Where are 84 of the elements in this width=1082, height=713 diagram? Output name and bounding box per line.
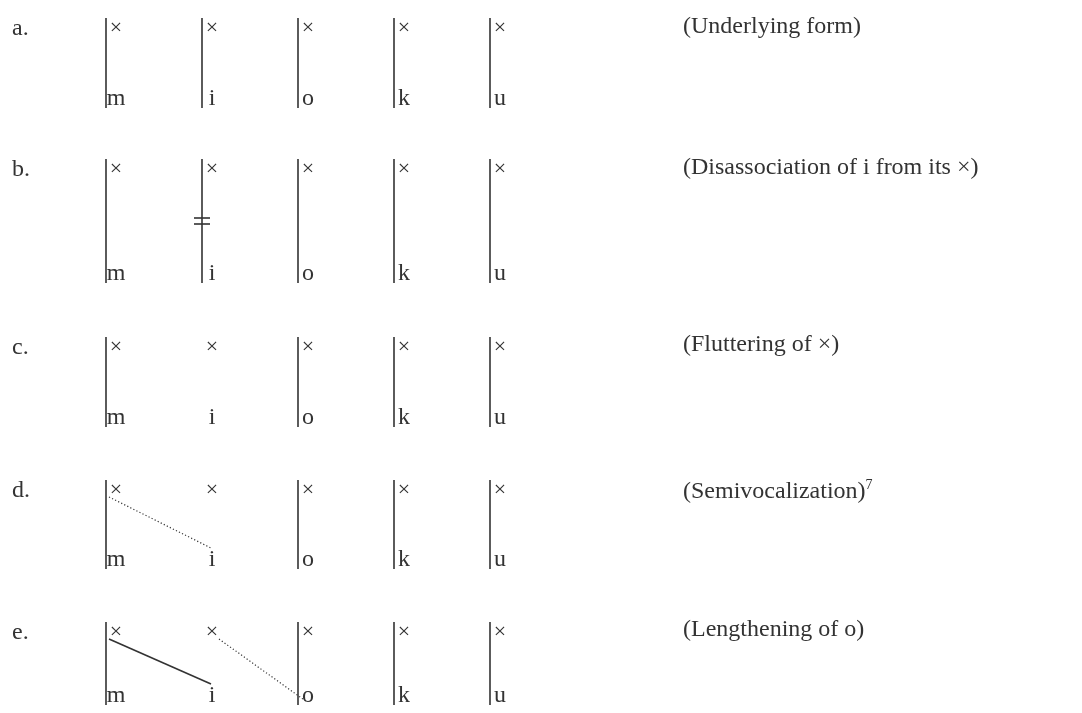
step-description: (Semivocalization)$^{7}$ xyxy=(683,476,873,504)
timing-slot: × xyxy=(393,14,415,40)
timing-slot: × xyxy=(297,14,319,40)
segment-letter: i xyxy=(207,681,217,707)
timing-slot: × xyxy=(201,14,223,40)
association-line xyxy=(393,621,395,706)
association-line xyxy=(108,638,212,685)
segment-letter: u xyxy=(493,681,507,707)
segment-letter: o xyxy=(301,259,315,285)
association-line xyxy=(297,479,299,570)
association-line xyxy=(489,479,491,570)
dotted-association-line xyxy=(108,496,212,549)
segment-letter: k xyxy=(397,545,411,571)
segment-letter: o xyxy=(301,84,315,110)
segment-letter: m xyxy=(105,259,127,285)
example-letter: e. xyxy=(12,617,29,645)
segment-letter: o xyxy=(301,681,315,707)
segment-letter: k xyxy=(397,84,411,110)
association-line xyxy=(489,158,491,284)
association-line xyxy=(105,158,107,284)
segment-letter: m xyxy=(105,681,127,707)
association-line xyxy=(393,336,395,428)
segment-letter: i xyxy=(207,259,217,285)
timing-slot: × xyxy=(297,155,319,181)
timing-slot: × xyxy=(489,155,511,181)
association-line xyxy=(105,479,107,570)
step-description: (Disassociation of i from its ×) xyxy=(683,152,979,180)
timing-slot: × xyxy=(489,333,511,359)
segment-letter: o xyxy=(301,545,315,571)
timing-slot: × xyxy=(489,14,511,40)
association-line xyxy=(489,17,491,109)
segment-letter: i xyxy=(207,545,217,571)
association-line xyxy=(201,158,203,284)
timing-slot: × xyxy=(105,14,127,40)
timing-slot: × xyxy=(105,155,127,181)
timing-slot: × xyxy=(201,333,223,359)
association-line xyxy=(297,158,299,284)
segment-letter: m xyxy=(105,403,127,429)
segment-letter: i xyxy=(207,84,217,110)
timing-slot: × xyxy=(105,618,127,644)
timing-slot: × xyxy=(393,155,415,181)
timing-slot: × xyxy=(297,333,319,359)
timing-slot: × xyxy=(201,155,223,181)
segment-letter: u xyxy=(493,259,507,285)
association-line xyxy=(393,479,395,570)
segment-letter: m xyxy=(105,84,127,110)
association-line xyxy=(489,621,491,706)
step-description: (Lengthening of o) xyxy=(683,614,865,642)
association-line xyxy=(297,621,299,706)
timing-slot: × xyxy=(201,618,223,644)
segment-letter: i xyxy=(207,403,217,429)
example-letter: d. xyxy=(12,475,30,503)
segment-letter: k xyxy=(397,259,411,285)
step-description: (Underlying form) xyxy=(683,11,861,39)
example-letter: c. xyxy=(12,332,29,360)
segment-letter: k xyxy=(397,681,411,707)
segment-letter: k xyxy=(397,403,411,429)
example-letter: b. xyxy=(12,154,30,182)
example-letter: a. xyxy=(12,13,29,41)
timing-slot: × xyxy=(393,618,415,644)
association-line xyxy=(393,17,395,109)
segment-letter: u xyxy=(493,545,507,571)
step-description: (Fluttering of ×) xyxy=(683,329,840,357)
timing-slot: × xyxy=(393,476,415,502)
segment-letter: o xyxy=(301,403,315,429)
timing-slot: × xyxy=(297,476,319,502)
timing-slot: × xyxy=(297,618,319,644)
association-line xyxy=(393,158,395,284)
segment-letter: m xyxy=(105,545,127,571)
association-line xyxy=(201,17,203,109)
timing-slot: × xyxy=(393,333,415,359)
association-line xyxy=(297,336,299,428)
timing-slot: × xyxy=(105,333,127,359)
association-line xyxy=(105,336,107,428)
timing-slot: × xyxy=(489,476,511,502)
timing-slot: × xyxy=(489,618,511,644)
timing-slot: × xyxy=(201,476,223,502)
segment-letter: u xyxy=(493,403,507,429)
association-line xyxy=(105,621,107,706)
association-line xyxy=(105,17,107,109)
association-line xyxy=(297,17,299,109)
segment-letter: u xyxy=(493,84,507,110)
timing-slot: × xyxy=(105,476,127,502)
association-line xyxy=(489,336,491,428)
